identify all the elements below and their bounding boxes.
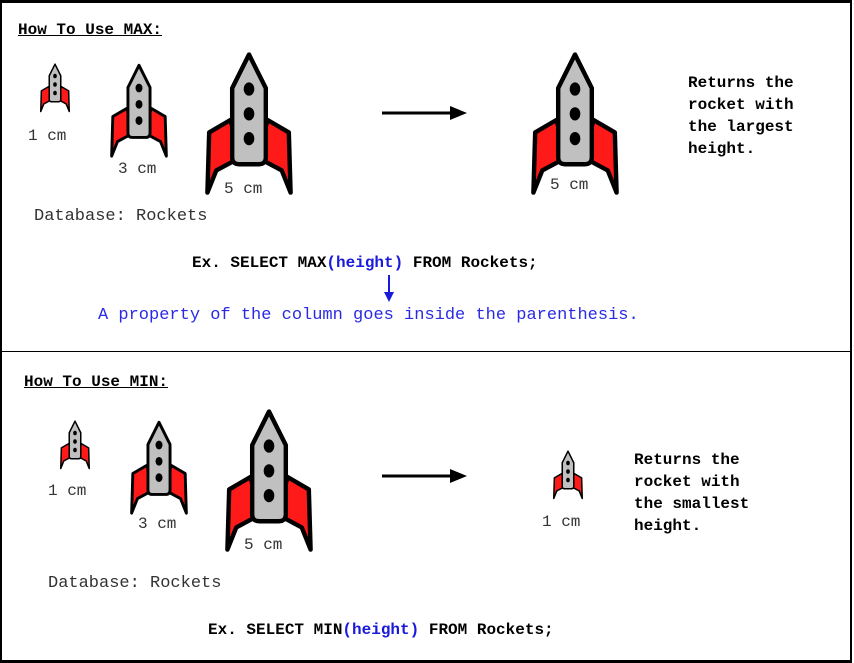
query-argument: (height) [342,621,420,639]
database-label: Database: Rockets [34,207,208,226]
description-line: height. [634,517,702,535]
min-heading: How To Use MIN: [24,373,169,391]
max-section: How To Use MAX: 1 cm 3 cm 5 cm 5 cm Retu… [0,0,852,352]
rocket-icon [213,408,325,554]
rocket-size-label: 5 cm [244,536,283,554]
rocket-size-label: 3 cm [138,515,177,533]
query-prefix: Ex. SELECT MAX [192,254,327,272]
max-heading: How To Use MAX: [18,21,163,39]
query-argument: (height) [326,254,404,272]
description-line: the smallest [634,495,750,513]
right-arrow-icon [382,106,467,120]
parenthesis-note: A property of the column goes inside the… [98,306,639,325]
rocket-icon [110,63,168,158]
result-size-label: 5 cm [550,176,589,194]
description-line: Returns the [688,74,794,92]
rocket-icon [60,420,90,470]
rocket-size-label: 3 cm [118,160,157,178]
max-description: Returns the rocket with the largest heig… [688,72,794,160]
description-line: the largest [688,118,794,136]
down-arrow-icon [384,275,394,302]
right-arrow-icon [382,469,467,483]
query-suffix: FROM Rockets; [403,254,538,272]
min-section: How To Use MIN: 1 cm 3 cm 5 cm 1 cm Retu… [0,351,852,663]
description-line: Returns the [634,451,740,469]
database-label: Database: Rockets [48,574,222,593]
query-suffix: FROM Rockets; [419,621,554,639]
description-line: rocket with [688,96,794,114]
rocket-icon [40,63,70,113]
rocket-size-label: 1 cm [48,482,87,500]
min-query: Ex. SELECT MIN(height) FROM Rockets; [208,621,554,639]
result-rocket-icon [552,450,584,500]
max-query: Ex. SELECT MAX(height) FROM Rockets; [192,254,538,272]
rocket-size-label: 5 cm [224,180,263,198]
query-prefix: Ex. SELECT MIN [208,621,343,639]
min-description: Returns the rocket with the smallest hei… [634,449,749,537]
result-size-label: 1 cm [542,513,581,531]
rocket-icon [130,420,188,515]
rocket-size-label: 1 cm [28,127,67,145]
rocket-icon [193,51,305,197]
description-line: rocket with [634,473,740,491]
description-line: height. [688,140,756,158]
